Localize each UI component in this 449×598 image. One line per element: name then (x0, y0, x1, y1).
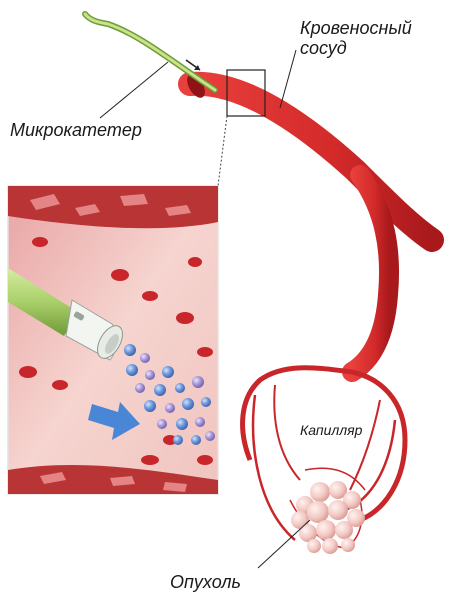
blood-vessel (183, 71, 432, 548)
label-microcatheter: Микрокатетер (10, 120, 142, 141)
microcatheter (85, 14, 215, 90)
leader-vessel (280, 50, 296, 108)
label-blood-vessel-line1: Кровеносный (300, 18, 412, 38)
label-blood-vessel: Кровеносный сосуд (300, 18, 412, 58)
label-tumor: Опухоль (170, 572, 241, 593)
leader-catheter (100, 62, 168, 118)
tumor (291, 481, 365, 554)
label-capillary: Капилляр (300, 422, 362, 438)
zoom-guide (218, 116, 227, 186)
inset-zoom-view (8, 186, 218, 494)
label-blood-vessel-line2: сосуд (300, 38, 412, 58)
